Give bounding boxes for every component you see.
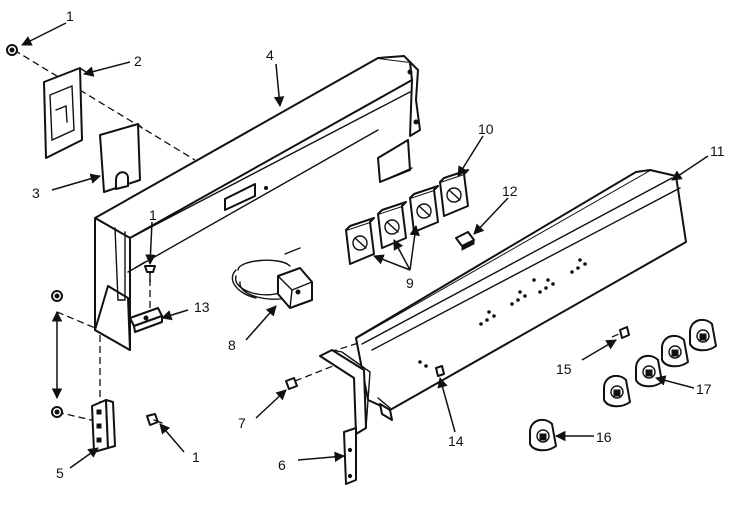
screw-part-1-top [6, 44, 18, 56]
callout-12: 12 [502, 183, 518, 199]
callout-2: 2 [134, 53, 142, 69]
insert-part-15 [619, 326, 630, 339]
screw-part-1-bracket [144, 265, 156, 283]
callout-1-mid: 1 [149, 207, 157, 223]
bracket-part-13 [129, 307, 163, 333]
switch-part-9-b [377, 201, 407, 249]
knob-part-17-d [689, 318, 717, 352]
knob-part-17-a [603, 374, 631, 408]
knob-part-16 [529, 418, 557, 452]
callout-6: 6 [278, 457, 286, 473]
screw-left-lower [51, 406, 63, 418]
switch-part-9-a [345, 217, 375, 265]
callout-5: 5 [56, 465, 64, 481]
callout-14: 14 [448, 433, 464, 449]
knob-part-17-c [661, 334, 689, 368]
callout-labels: 1 2 3 4 1 5 1 6 7 8 9 10 11 12 13 14 15 … [32, 8, 725, 481]
callout-15: 15 [556, 361, 572, 377]
screw-left-upper [51, 290, 63, 302]
callout-3: 3 [32, 185, 40, 201]
knob-part-17-b [635, 354, 663, 388]
switch-part-10 [439, 169, 469, 217]
callout-11: 11 [710, 143, 725, 159]
callout-1-bottom: 1 [192, 449, 200, 465]
screw-part-1-bottom [146, 413, 163, 426]
callout-17: 17 [696, 381, 712, 397]
bracket-part-6 [319, 349, 371, 485]
indicator-part-12 [455, 231, 475, 251]
leader-lines [21, 22, 709, 469]
callout-13: 13 [194, 299, 210, 315]
callout-16: 16 [596, 429, 612, 445]
timer-part-8 [231, 247, 313, 309]
callout-8: 8 [228, 337, 236, 353]
bracket-part-3 [99, 123, 143, 193]
knob-hole-dots [418, 258, 587, 368]
control-panel-part-11 [355, 169, 687, 421]
callout-1-top: 1 [66, 8, 74, 24]
backguard-rear-panel-part-4 [94, 55, 421, 351]
callout-9: 9 [406, 275, 414, 291]
callout-4: 4 [266, 47, 274, 63]
bracket-part-2 [43, 67, 87, 159]
callout-10: 10 [478, 121, 494, 137]
bracket-part-5 [91, 399, 116, 453]
callout-7: 7 [238, 415, 246, 431]
switch-part-9-c [409, 185, 439, 233]
screw-part-7 [285, 377, 298, 390]
